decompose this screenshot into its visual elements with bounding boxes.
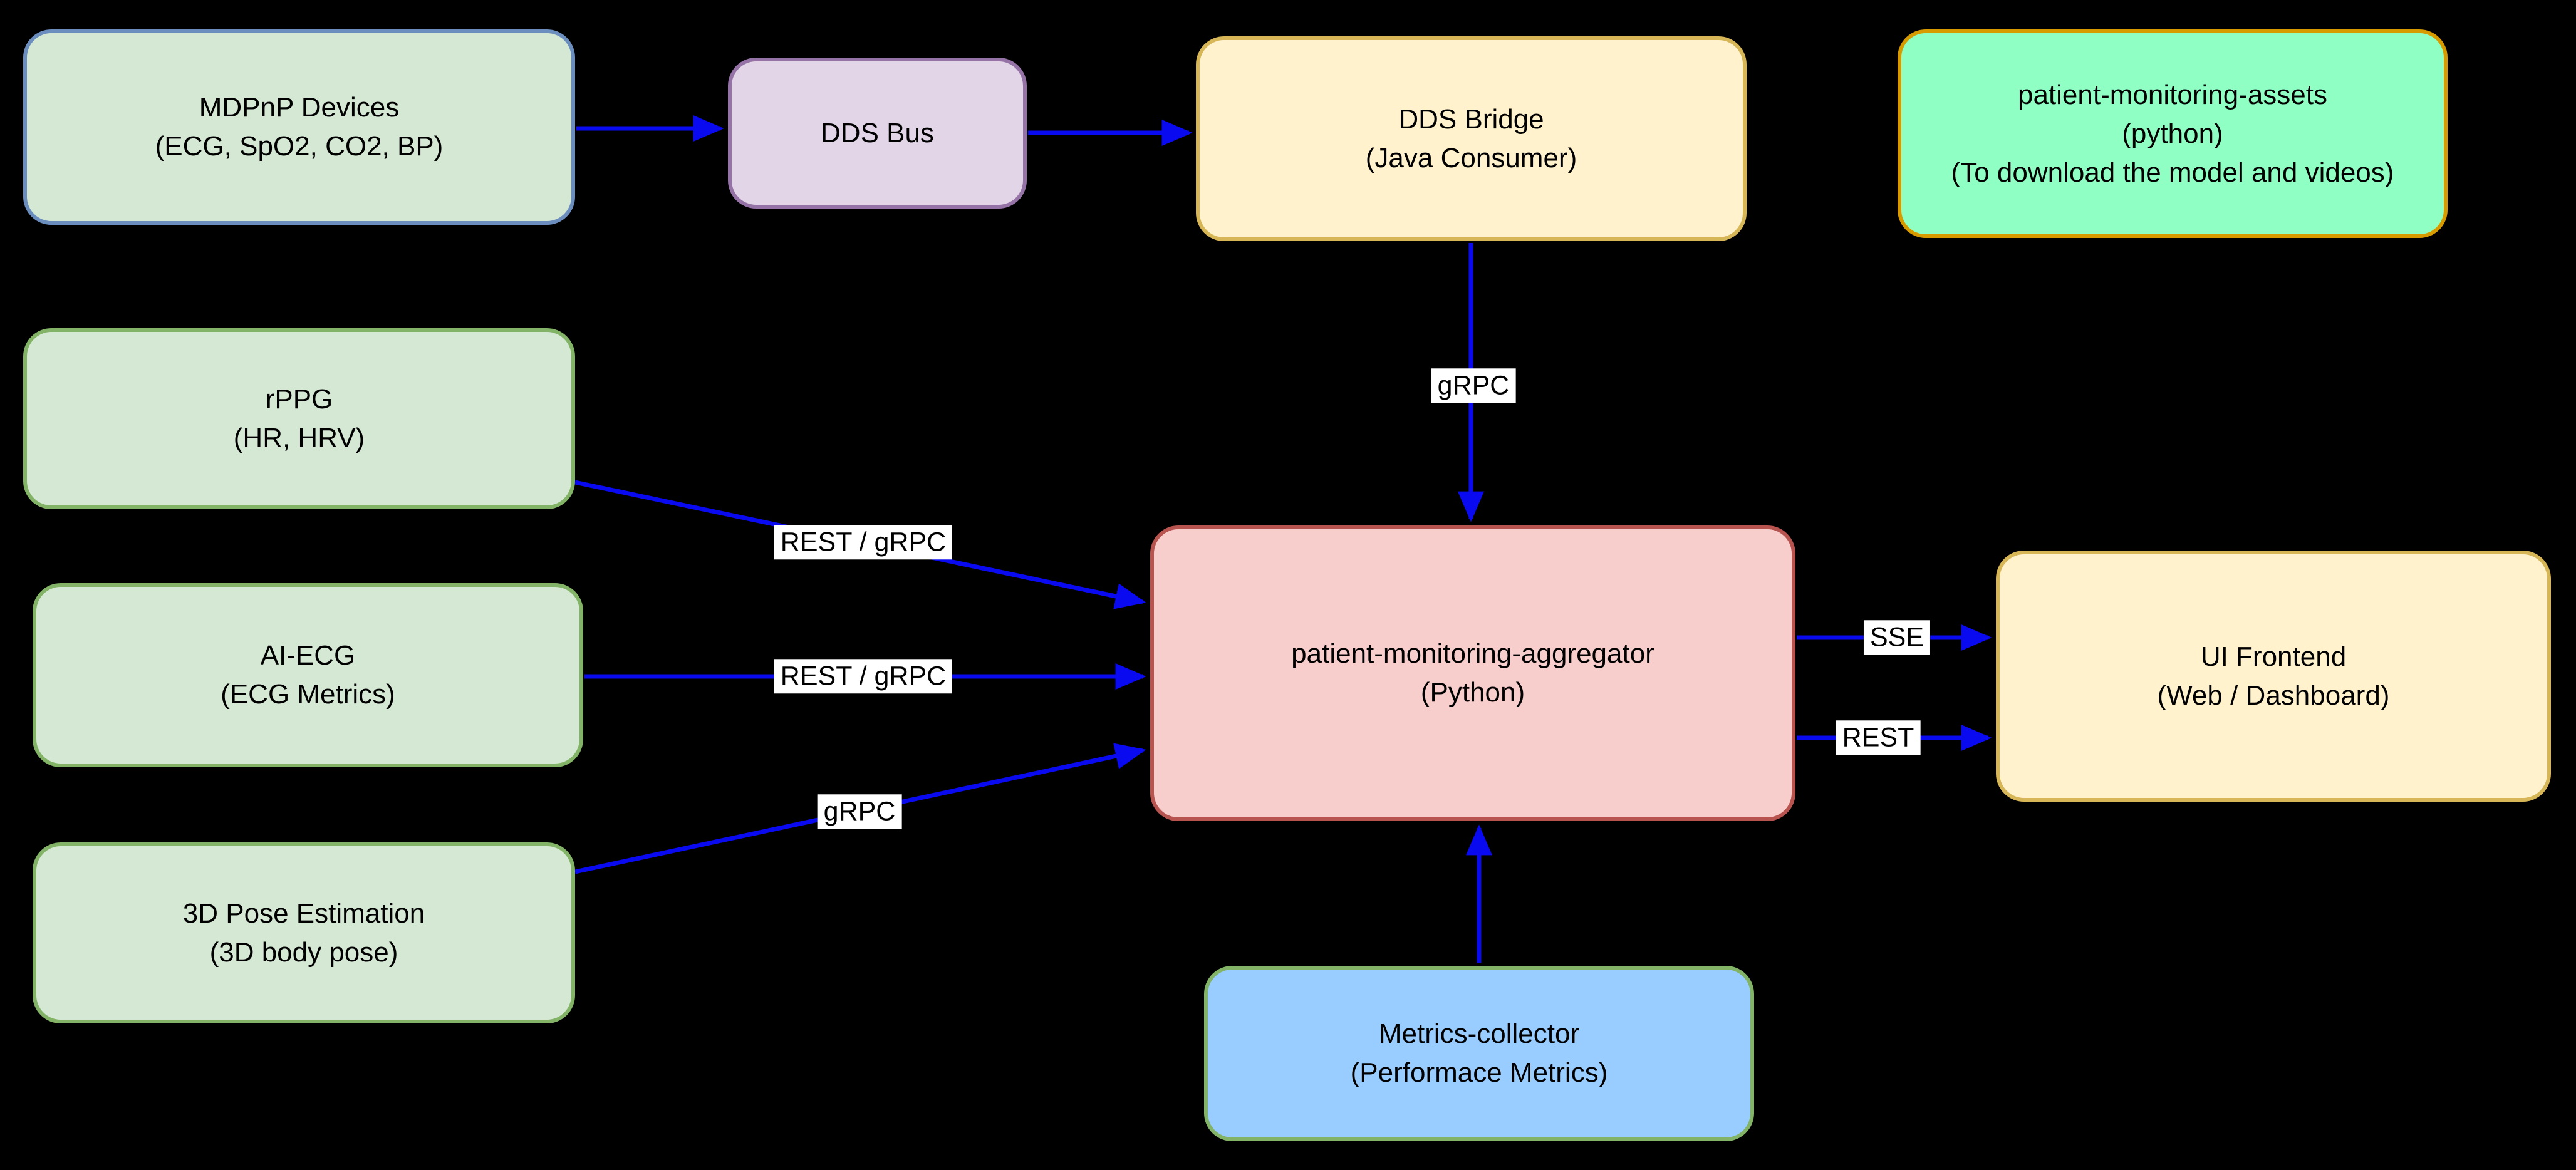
edge-label-rest-grpc-ai-ecg[interactable]: REST / gRPC (774, 659, 953, 694)
node-3d-pose-estimation-label: 3D Pose Estimation (3D body pose) (182, 898, 425, 968)
node-rppg[interactable]: rPPG (HR, HRV) (23, 328, 575, 509)
node-patient-monitoring-aggregator[interactable]: patient-monitoring-aggregator (Python) (1150, 525, 1795, 821)
node-metrics-collector-label: Metrics-collector (Performace Metrics) (1350, 1018, 1608, 1088)
node-ai-ecg-label: AI-ECG (ECG Metrics) (221, 640, 395, 710)
node-mdpnp-devices[interactable]: MDPnP Devices (ECG, SpO2, CO2, BP) (23, 29, 575, 225)
edge-label-rest-grpc-rppg[interactable]: REST / gRPC (774, 525, 953, 560)
edge-label-grpc-bridge[interactable]: gRPC (1431, 368, 1516, 403)
node-ui-frontend[interactable]: UI Frontend (Web / Dashboard) (1996, 551, 2551, 802)
node-dds-bridge-label: DDS Bridge (Java Consumer) (1365, 103, 1577, 173)
node-mdpnp-devices-label: MDPnP Devices (ECG, SpO2, CO2, BP) (155, 92, 444, 162)
edge-label-sse[interactable]: SSE (1863, 620, 1931, 655)
node-patient-monitoring-assets-label: patient-monitoring-assets (python) (To d… (1951, 79, 2394, 188)
node-dds-bus[interactable]: DDS Bus (728, 58, 1027, 209)
node-3d-pose-estimation[interactable]: 3D Pose Estimation (3D body pose) (33, 842, 575, 1023)
edge-label-grpc-pose[interactable]: gRPC (817, 794, 902, 829)
node-metrics-collector[interactable]: Metrics-collector (Performace Metrics) (1204, 966, 1754, 1141)
node-dds-bus-label: DDS Bus (821, 117, 934, 148)
node-ui-frontend-label: UI Frontend (Web / Dashboard) (2157, 641, 2390, 711)
node-patient-monitoring-assets[interactable]: patient-monitoring-assets (python) (To d… (1898, 29, 2448, 238)
node-rppg-label: rPPG (HR, HRV) (233, 383, 365, 453)
edge-label-rest[interactable]: REST (1836, 720, 1921, 755)
node-dds-bridge[interactable]: DDS Bridge (Java Consumer) (1196, 36, 1747, 241)
node-ai-ecg[interactable]: AI-ECG (ECG Metrics) (33, 583, 583, 767)
node-patient-monitoring-aggregator-label: patient-monitoring-aggregator (Python) (1291, 638, 1654, 708)
